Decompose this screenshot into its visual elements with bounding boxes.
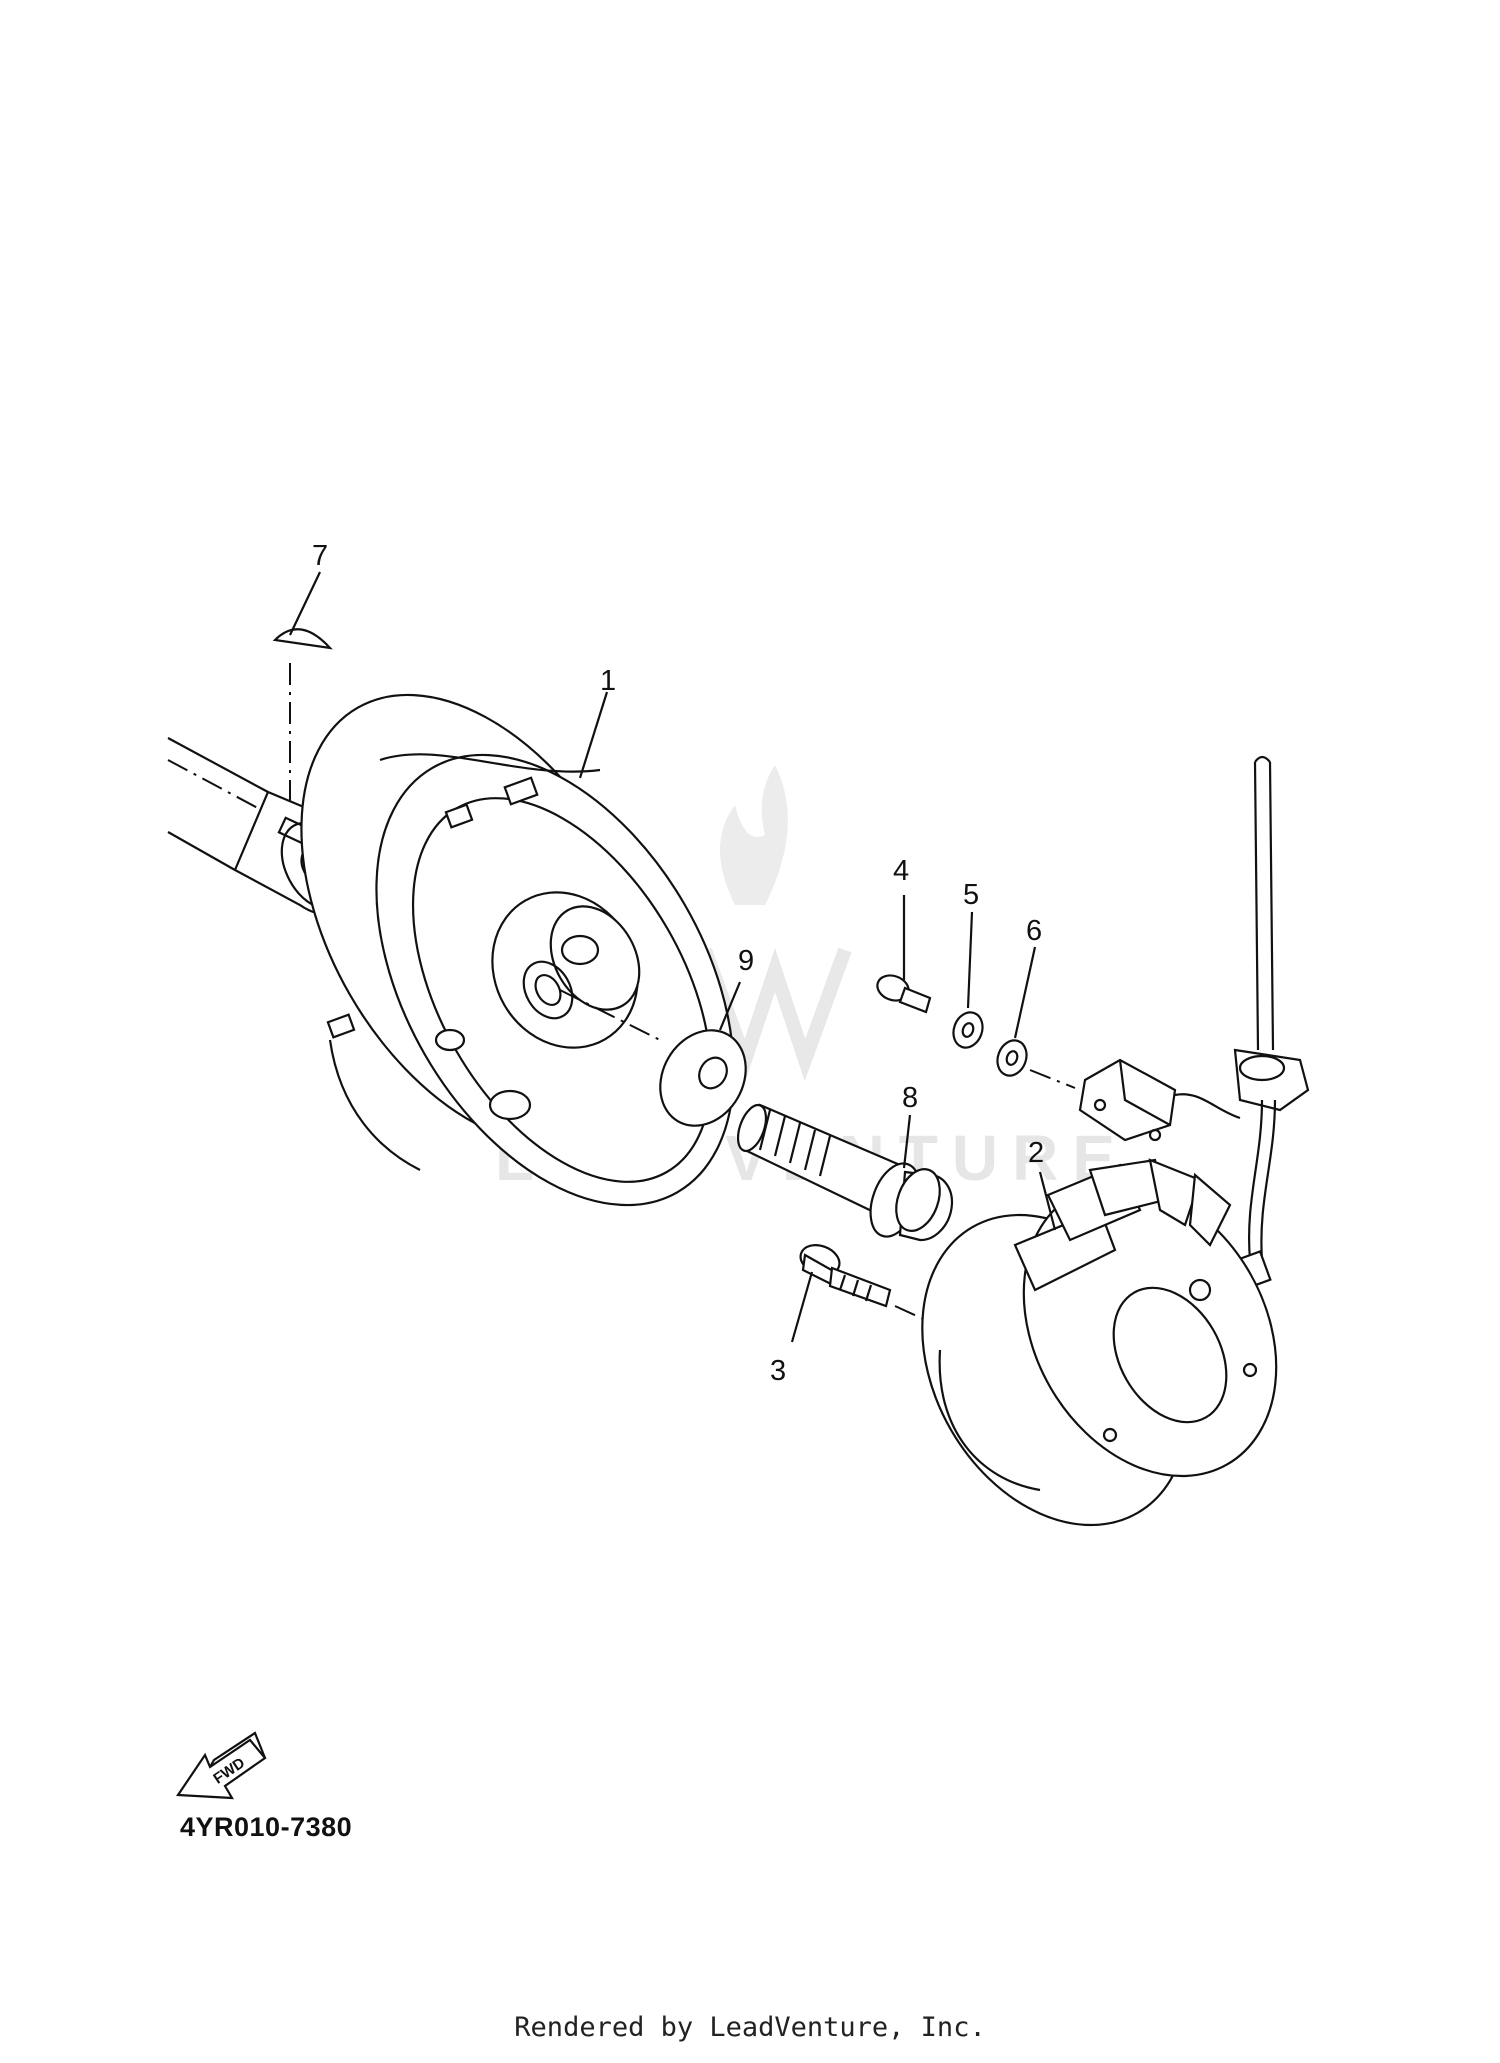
flange-bolt bbox=[736, 1103, 954, 1242]
flywheel-rotor bbox=[300, 693, 735, 1207]
woodruff-key bbox=[272, 628, 333, 650]
callout-5: 5 bbox=[963, 879, 979, 911]
bracket-screw bbox=[876, 974, 932, 1014]
callout-1: 1 bbox=[600, 665, 616, 697]
callout-7: 7 bbox=[312, 540, 328, 572]
stator-coil bbox=[921, 1158, 1278, 1527]
washer-6 bbox=[996, 1039, 1028, 1077]
leader-lines bbox=[289, 571, 1057, 1343]
callout-3: 3 bbox=[770, 1355, 786, 1387]
pickup-coil bbox=[1029, 1058, 1241, 1142]
wire-harness bbox=[1233, 755, 1310, 1290]
callout-6: 6 bbox=[1026, 915, 1042, 947]
fwd-arrow-icon: FWD bbox=[176, 1731, 267, 1800]
washer-5 bbox=[952, 1011, 984, 1049]
callout-4: 4 bbox=[893, 855, 909, 887]
callout-numbers: 7 1 4 5 6 9 8 2 3 bbox=[312, 540, 1044, 1387]
callout-2: 2 bbox=[1028, 1137, 1044, 1169]
plate-washer bbox=[659, 1029, 747, 1127]
callout-8: 8 bbox=[902, 1082, 918, 1114]
render-credit: Rendered by LeadVenture, Inc. bbox=[514, 2012, 986, 2043]
callout-9: 9 bbox=[738, 945, 754, 977]
diagram-code: 4YR010-7380 bbox=[180, 1812, 353, 1842]
